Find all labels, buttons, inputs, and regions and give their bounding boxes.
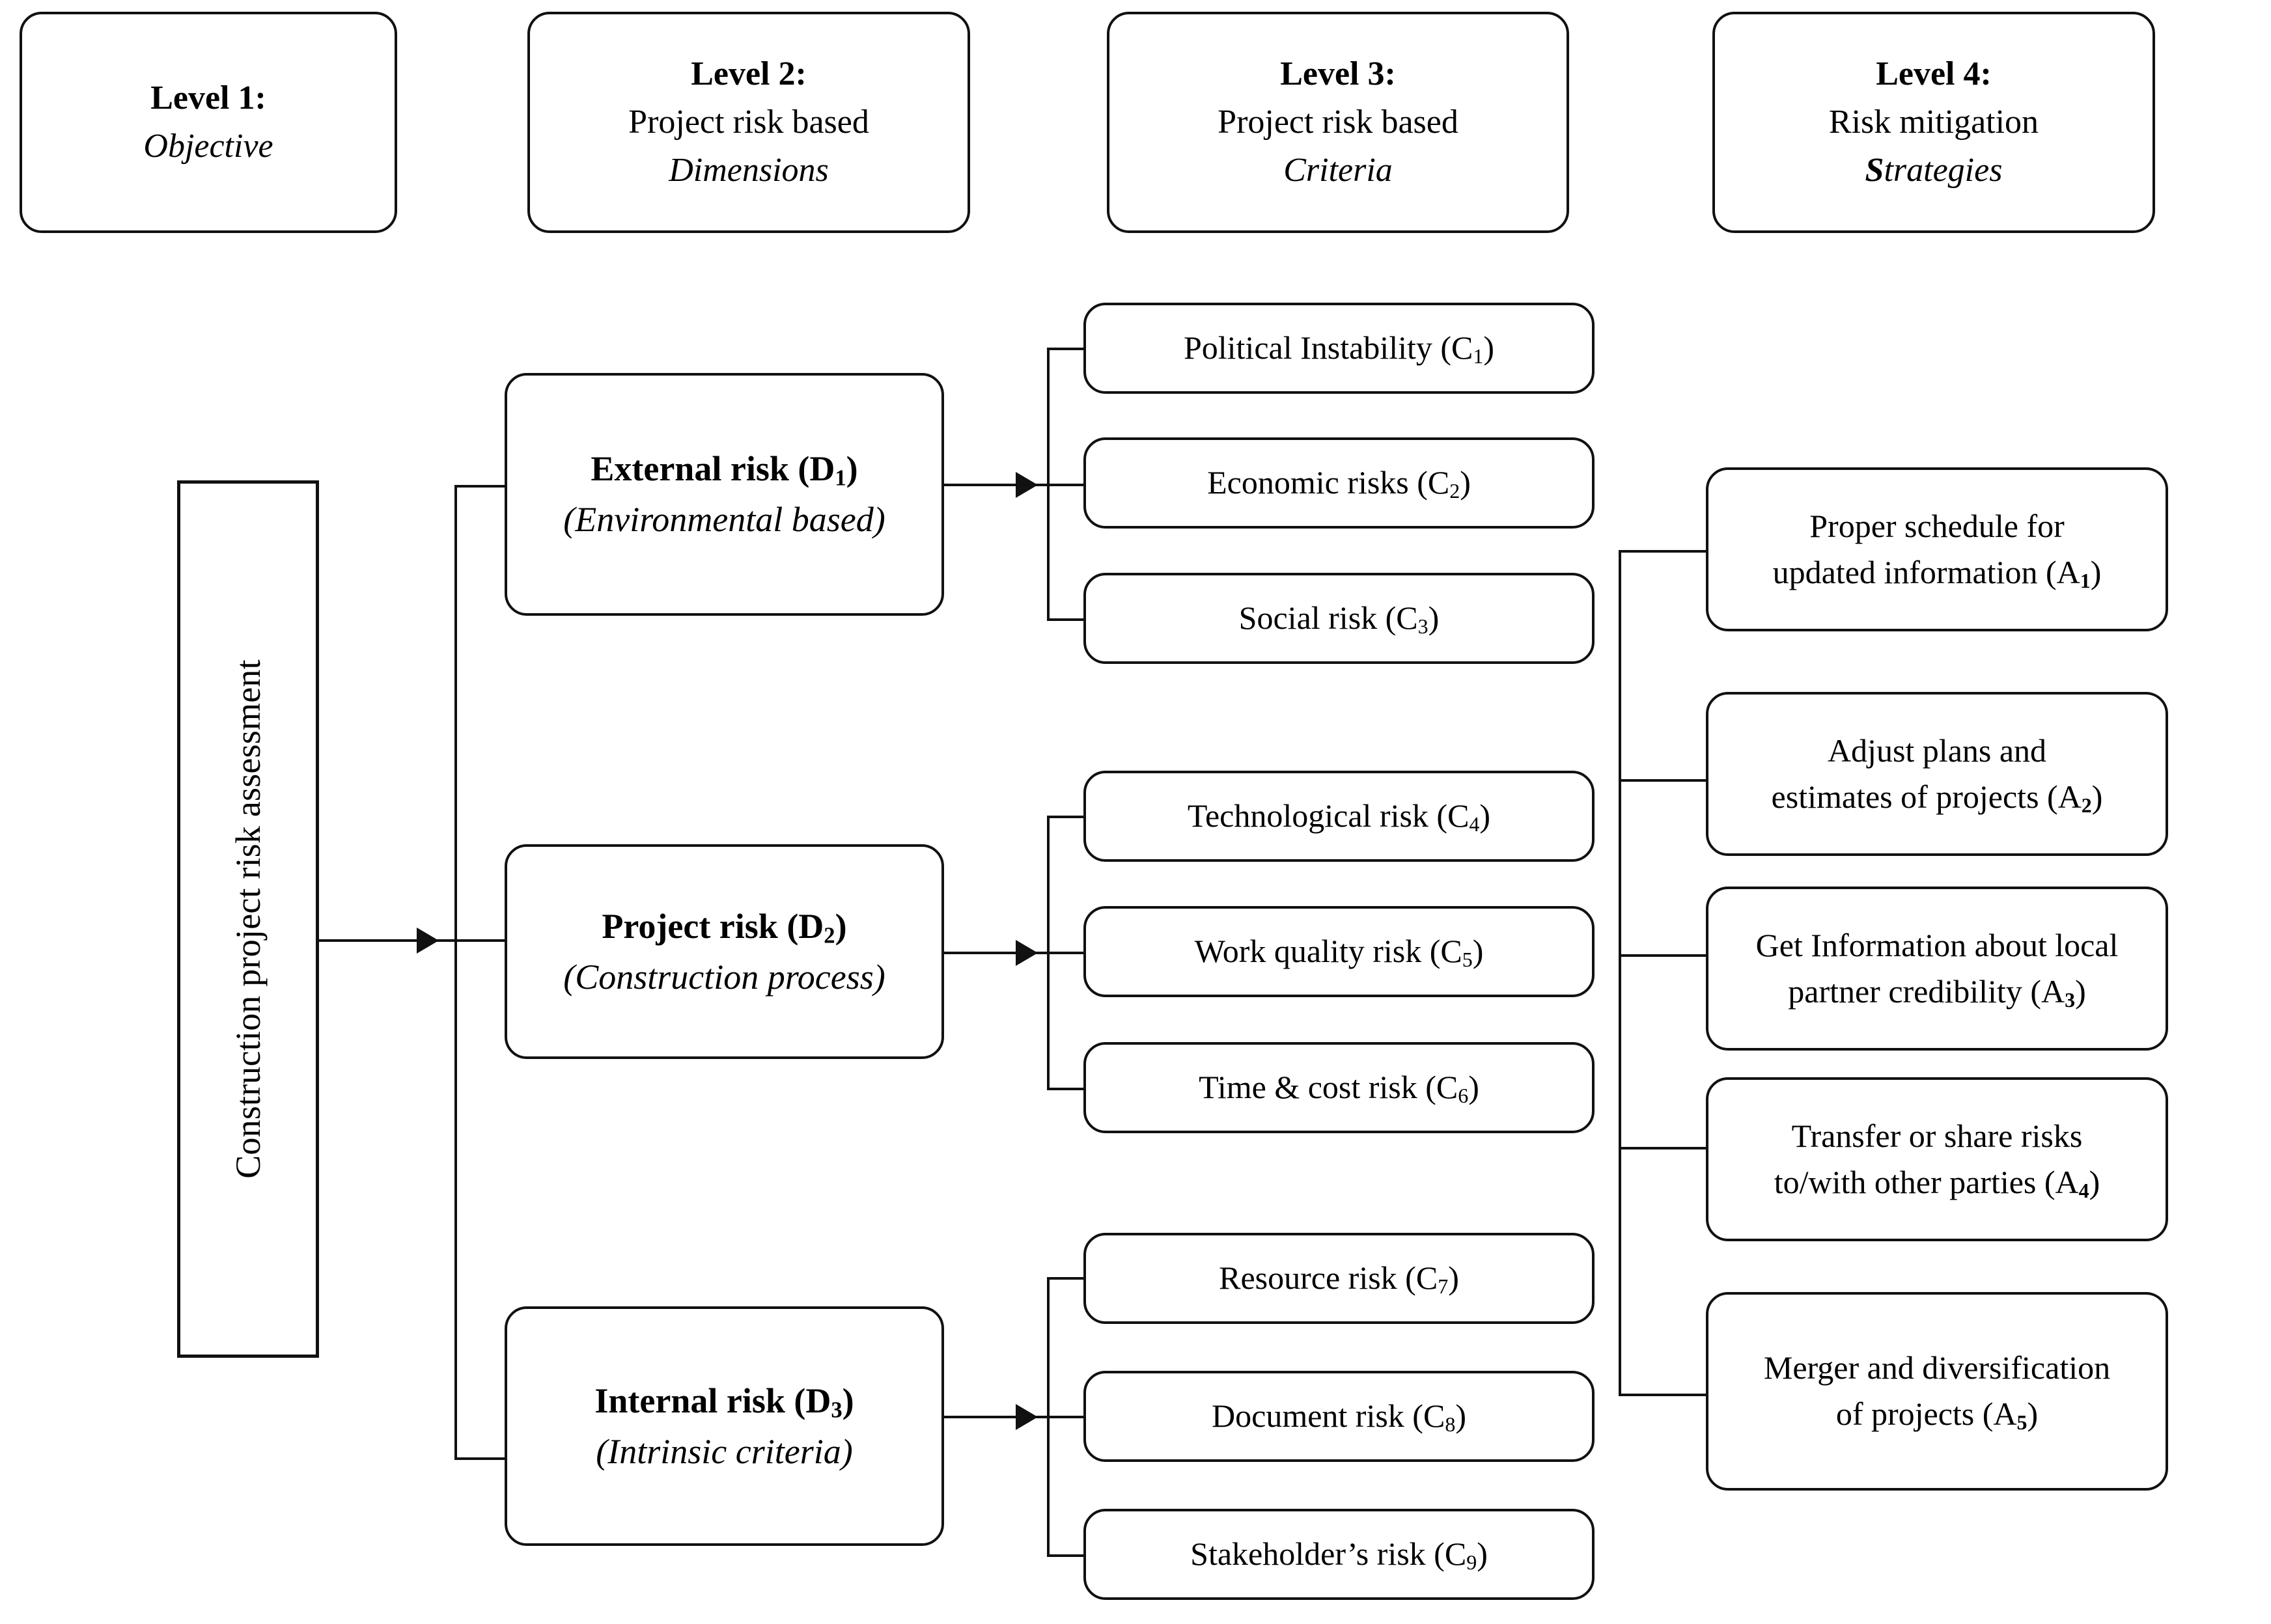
strategy-box-A1: Proper schedule for updated information …	[1706, 467, 2168, 631]
strategy-A4-line1: Transfer or share risks	[1791, 1117, 2083, 1154]
strategy-A5-line1: Merger and diversification	[1763, 1349, 2111, 1386]
criteria-box-C3: Social risk (C3)	[1083, 573, 1595, 664]
header-level-2-line3: Dimensions	[669, 151, 829, 189]
criteria-box-C6: Time & cost risk (C6)	[1083, 1042, 1595, 1133]
connector-objective-to-dimensions	[319, 939, 456, 942]
arrowhead-objective-to-dimensions	[417, 928, 439, 954]
criteria-box-C1: Political Instability (C1)	[1083, 303, 1595, 394]
strategy-A1-line1: Proper schedule for	[1809, 507, 2065, 544]
header-box-level-4: Level 4: Risk mitigation Strategies	[1712, 12, 2155, 233]
strategy-box-A2: Adjust plans and estimates of projects (…	[1706, 692, 2168, 856]
criteria-C9-label: Stakeholder’s risk (C9)	[1190, 1535, 1488, 1575]
arrowhead-D1-to-criteria	[1016, 472, 1038, 498]
header-level-2-line2: Project risk based	[628, 103, 869, 141]
criteria-C3-label: Social risk (C3)	[1238, 599, 1440, 639]
header-level-3-line3: Criteria	[1283, 151, 1393, 189]
criteria-C4-label: Technological risk (C4)	[1187, 797, 1491, 836]
objective-box: Construction project risk assessment	[177, 480, 319, 1358]
connector-bus-to-D2	[454, 939, 507, 942]
connector-bus-to-A5	[1619, 1394, 1710, 1396]
header-level-1-line3: Objective	[143, 128, 273, 165]
connector-bus-to-A4	[1619, 1147, 1710, 1149]
connector-bus-to-D1	[454, 485, 507, 488]
criteria-box-C9: Stakeholder’s risk (C9)	[1083, 1509, 1595, 1600]
strategy-box-A3: Get Information about local partner cred…	[1706, 887, 2168, 1051]
dimension-box-D1: External risk (D1) (Environmental based)	[505, 373, 944, 616]
header-level-4-line2: Risk mitigation	[1828, 103, 2039, 141]
dimension-D3-sub: (Intrinsic criteria)	[596, 1431, 853, 1471]
strategy-A5-line2: of projects (A5)	[1835, 1396, 2039, 1435]
dimension-box-D2: Project risk (D2) (Construction process)	[505, 844, 944, 1059]
criteria-C6-label: Time & cost risk (C6)	[1199, 1069, 1479, 1108]
strategy-A3-line1: Get Information about local	[1755, 926, 2119, 963]
criteria-box-C5: Work quality risk (C5)	[1083, 906, 1595, 997]
dimension-box-D3: Internal risk (D3) (Intrinsic criteria)	[505, 1306, 944, 1546]
header-level-4-line3: Strategies	[1865, 146, 2003, 195]
header-level-4-line1: Level 4:	[1876, 55, 1992, 93]
criteria-box-C7: Resource risk (C7)	[1083, 1233, 1595, 1324]
arrowhead-D2-to-criteria	[1016, 940, 1038, 966]
header-level-1-line1: Level 1:	[150, 79, 266, 117]
connector-bus-to-A3	[1619, 954, 1710, 957]
connector-bus-to-D3	[454, 1457, 507, 1460]
strategy-A3-line2: partner credibility (A3)	[1788, 972, 2086, 1012]
strategy-bus-line	[1619, 550, 1621, 1396]
criteria-box-C2: Economic risks (C2)	[1083, 437, 1595, 529]
strategy-box-A4: Transfer or share risks to/with other pa…	[1706, 1077, 2168, 1241]
dimension-D1-sub: (Environmental based)	[563, 500, 885, 539]
header-level-3-line1: Level 3:	[1280, 55, 1396, 93]
strategy-A2-line1: Adjust plans and	[1827, 732, 2047, 769]
arrowhead-D3-to-criteria	[1016, 1404, 1038, 1430]
criteria-C2-label: Economic risks (C2)	[1207, 464, 1471, 503]
dimension-D3-name: Internal risk (D3)	[594, 1381, 854, 1423]
strategy-A2-line2: estimates of projects (A2)	[1771, 778, 2103, 817]
connector-D2-to-criteria	[944, 952, 1055, 954]
header-level-3-line2: Project risk based	[1218, 103, 1458, 141]
header-level-4-rest: trategies	[1884, 151, 2003, 189]
strategy-box-A5: Merger and diversification of projects (…	[1706, 1292, 2168, 1491]
criteria-C8-label: Document risk (C8)	[1212, 1397, 1466, 1437]
connector-bus-to-A2	[1619, 779, 1710, 782]
header-box-level-3: Level 3: Project risk based Criteria	[1107, 12, 1569, 233]
header-box-level-2: Level 2: Project risk based Dimensions	[527, 12, 970, 233]
header-level-4-lead: S	[1865, 151, 1884, 189]
dimension-bus-line	[454, 485, 457, 1460]
strategy-A1-line2: updated information (A1)	[1772, 553, 2102, 592]
criteria-C5-label: Work quality risk (C5)	[1194, 933, 1484, 972]
criteria-C1-label: Political Instability (C1)	[1183, 329, 1495, 368]
connector-D3-to-criteria	[944, 1416, 1055, 1418]
strategy-A4-line2: to/with other parties (A4)	[1774, 1163, 2100, 1202]
objective-label: Construction project risk assessment	[229, 659, 268, 1179]
header-box-level-1: Level 1: Objective	[20, 12, 397, 233]
criteria-C7-label: Resource risk (C7)	[1219, 1259, 1459, 1299]
dimension-D1-name: External risk (D1)	[591, 449, 858, 491]
criteria-box-C4: Technological risk (C4)	[1083, 771, 1595, 862]
dimension-D2-name: Project risk (D2)	[602, 906, 847, 948]
connector-bus-to-A1	[1619, 550, 1710, 553]
connector-D1-to-criteria	[944, 484, 1055, 486]
dimension-D2-sub: (Construction process)	[563, 957, 885, 997]
header-level-2-line1: Level 2:	[691, 55, 807, 93]
criteria-box-C8: Document risk (C8)	[1083, 1371, 1595, 1462]
